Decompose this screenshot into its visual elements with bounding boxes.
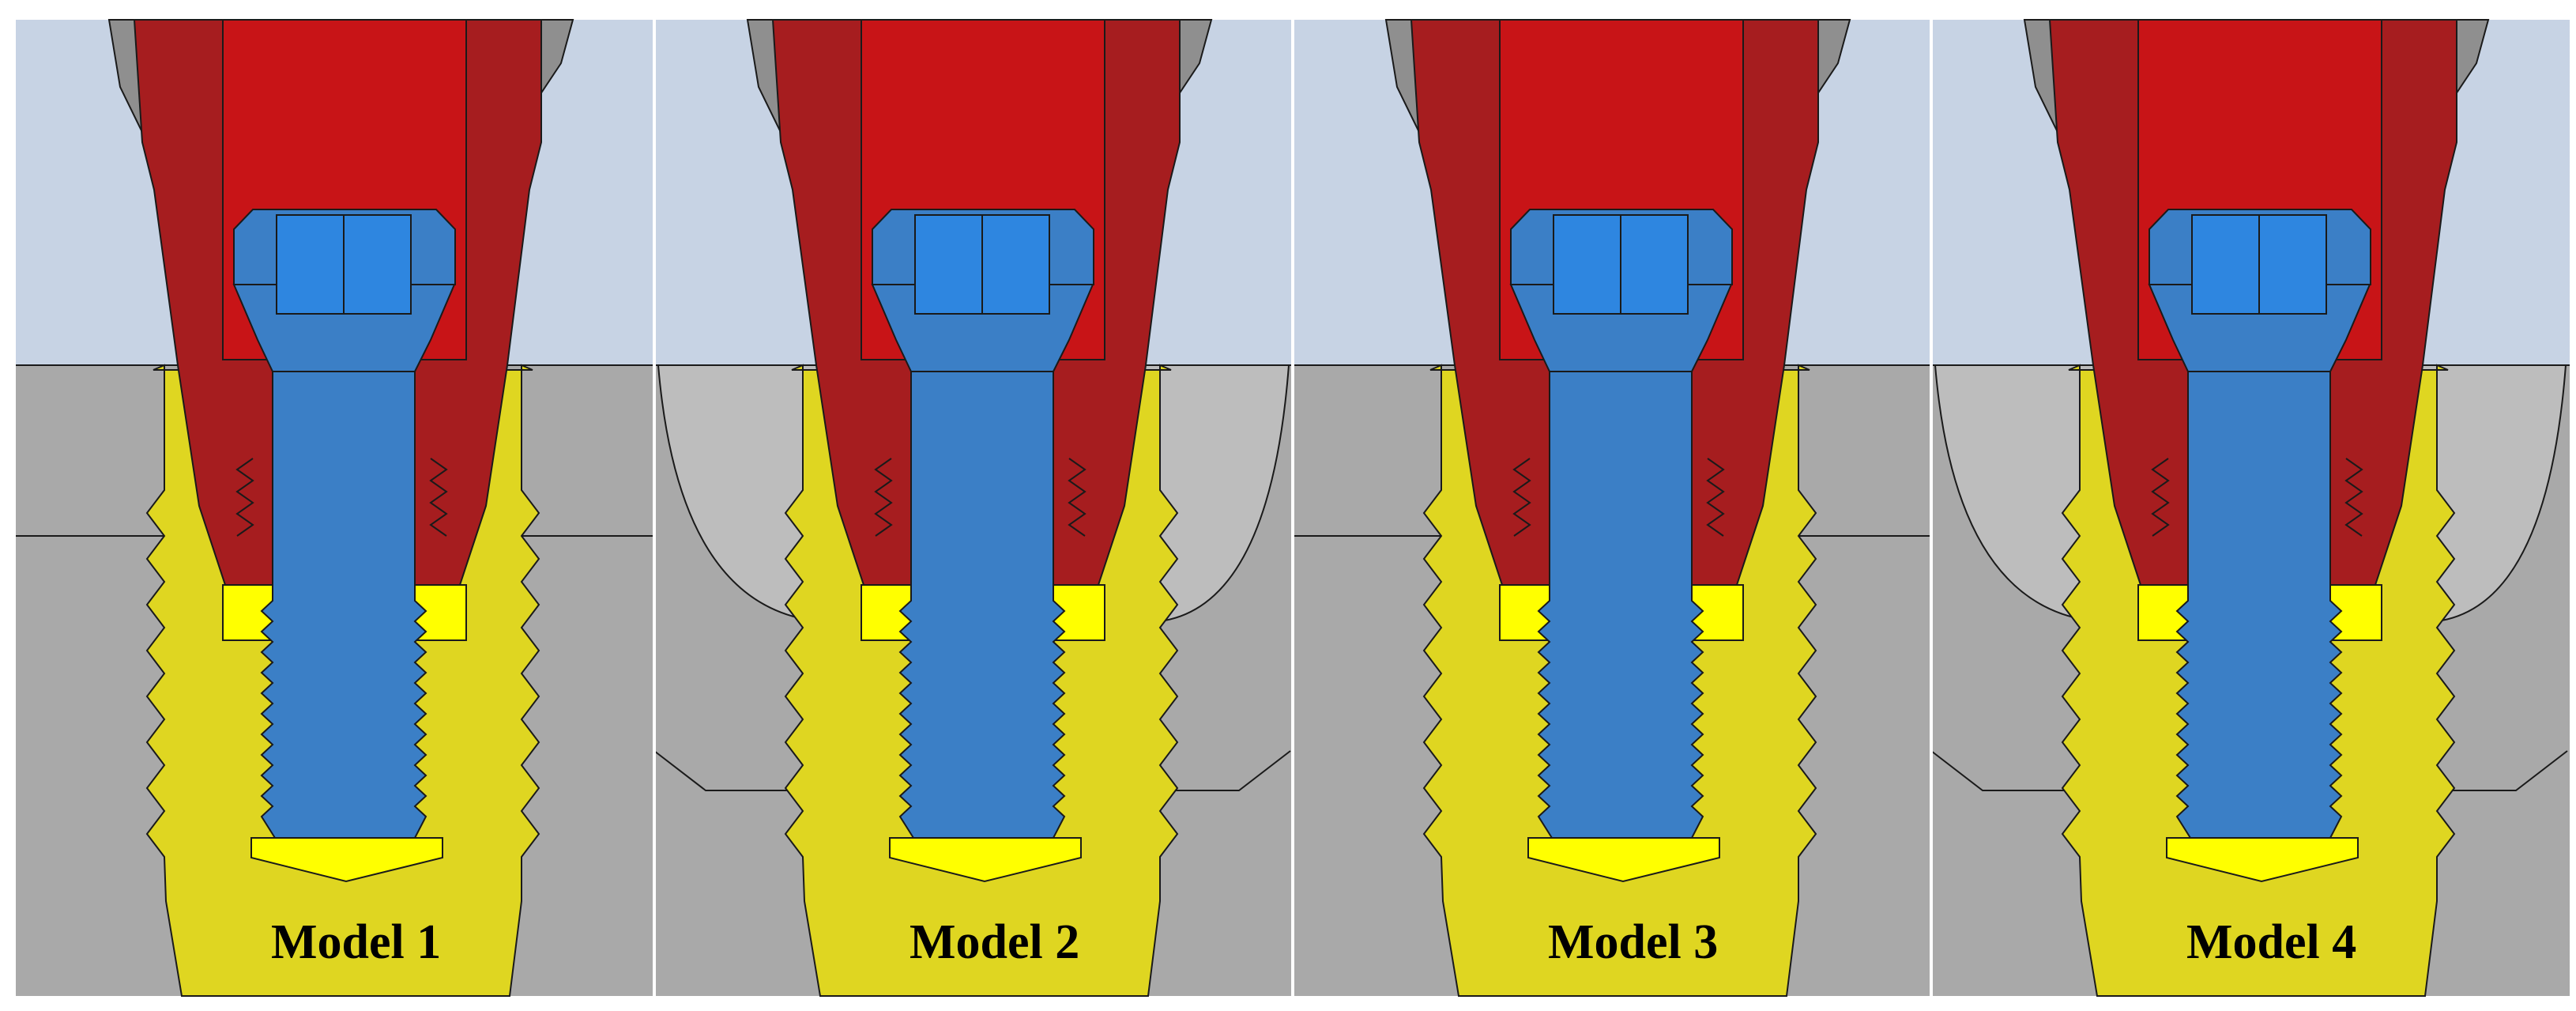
abutment-thread-left [2151,458,2170,537]
abutment-thread-right [429,458,448,537]
panel-model-2: Model 2 [653,19,1293,997]
panel-model-4: Model 4 [1930,19,2570,997]
screw-shaft [1537,315,1704,851]
screw-shaft [260,315,427,851]
panel-separator [1930,0,1933,1011]
model-label: Model 3 [1548,915,1718,969]
abutment-thread-right [2344,458,2363,537]
abutment-thread-left [1512,458,1531,537]
implant-apical-cone [2166,837,2359,883]
implant-apical-cone [889,837,1082,883]
panel-model-3: Model 3 [1293,19,1931,997]
abutment-thread-left [235,458,254,537]
model-label: Model 4 [2186,915,2356,969]
model-label: Model 2 [910,915,1079,969]
abutment-thread-right [1706,458,1725,537]
panel-model-1: Model 1 [16,19,654,997]
model-label: Model 1 [271,915,441,969]
abutment-thread-left [874,458,893,537]
screw-shaft [898,315,1066,851]
panel-separator [1291,0,1294,1011]
implant-apical-cone [1527,837,1720,883]
implant-apical-cone [250,837,443,883]
screw-shaft [2175,315,2343,851]
abutment-thread-right [1068,458,1087,537]
panel-separator [653,0,656,1011]
